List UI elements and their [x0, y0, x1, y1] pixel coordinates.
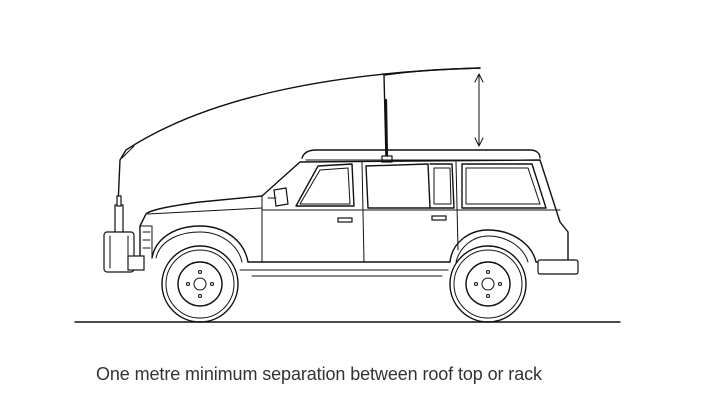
- bumper-whip-antenna: [114, 67, 481, 272]
- roof-antenna: [381, 67, 481, 163]
- front-wheel: [161, 245, 239, 323]
- rear-wheel: [449, 245, 527, 323]
- separation-dimension-arrow: [474, 73, 484, 147]
- vehicle-body: [103, 149, 579, 277]
- diagram-caption: One metre minimum separation between roo…: [96, 364, 542, 384]
- vehicle-windows: [295, 163, 547, 209]
